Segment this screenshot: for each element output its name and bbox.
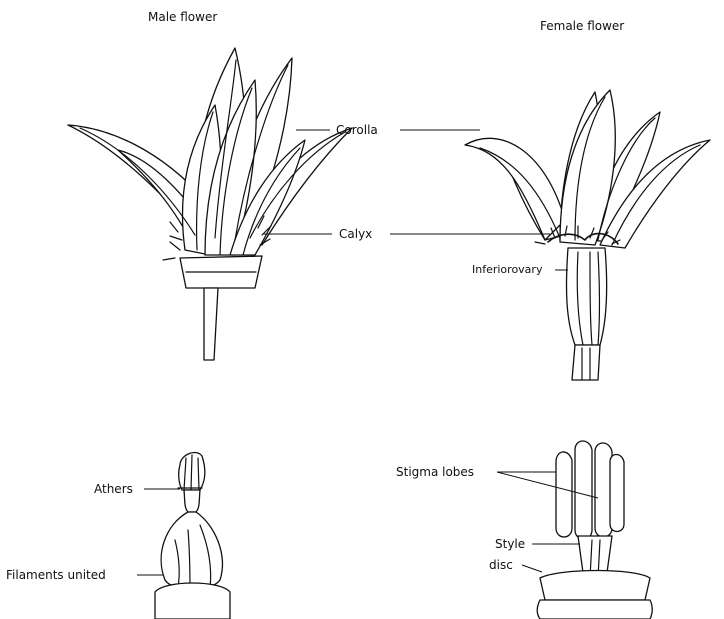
corolla-label: Corolla bbox=[336, 124, 378, 136]
disc-leader bbox=[522, 565, 542, 572]
calyx-label: Calyx bbox=[339, 228, 372, 240]
female-stigma-illustration bbox=[537, 441, 652, 619]
disc-label: disc bbox=[489, 559, 513, 571]
male-stamen-illustration bbox=[155, 453, 230, 619]
athers-label: Athers bbox=[94, 483, 133, 495]
female-flower-title: Female flower bbox=[540, 20, 624, 32]
male-flower-title: Male flower bbox=[148, 11, 217, 23]
style-label: Style bbox=[495, 538, 525, 550]
male-flower-illustration bbox=[68, 48, 352, 360]
female-flower-illustration bbox=[465, 90, 710, 380]
inferior-ovary-label: Inferiorovary bbox=[472, 264, 542, 275]
filaments-united-label: Filaments united bbox=[6, 569, 106, 581]
stigma-lobes-label: Stigma lobes bbox=[396, 466, 474, 478]
